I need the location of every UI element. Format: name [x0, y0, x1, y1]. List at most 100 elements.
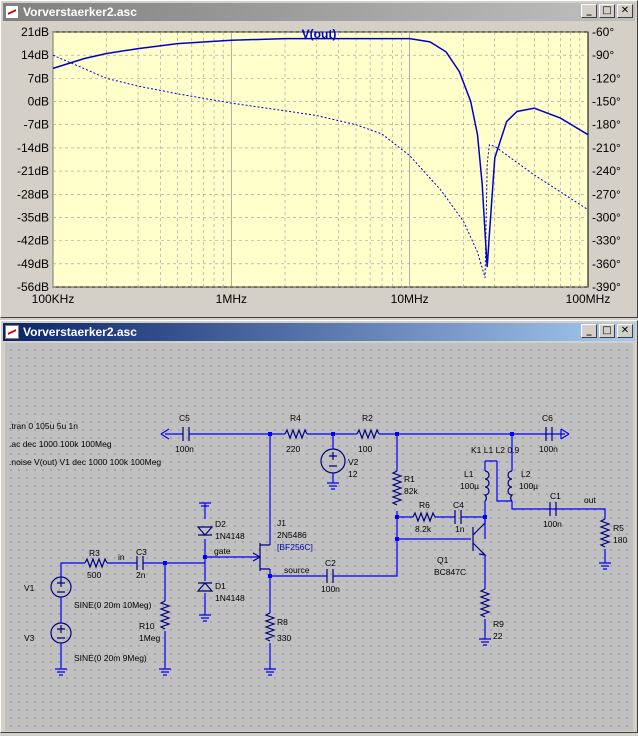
y-right-tick-label: -210°: [592, 141, 621, 155]
traces: [52, 37, 589, 278]
y-left-tick-label: 0dB: [28, 95, 49, 109]
v3-source[interactable]: V3 SINE(0 20m 9Meg): [24, 622, 147, 676]
plot-window[interactable]: Vorverstaerker2.asc _ □ ✕ V(out) 21dB 14d…: [0, 0, 638, 318]
d1-diode[interactable]: D1 1N4148: [196, 557, 245, 622]
schematic-window-titlebar[interactable]: Vorverstaerker2.asc _ □ ✕: [3, 323, 635, 341]
r2-resistor[interactable]: R2 100: [356, 413, 380, 454]
v1-source[interactable]: V1 SINE(0 20m 10Meg): [24, 576, 152, 623]
x-tick-label: 100KHz: [32, 292, 75, 306]
v3-name: V3: [24, 633, 35, 643]
minimize-button[interactable]: _: [581, 324, 597, 338]
x-tick-label: 1MHz: [216, 292, 247, 306]
c1-value: 100n: [543, 519, 562, 529]
y-left-tick-label: -28dB: [17, 187, 49, 201]
r10-resistor[interactable]: R10 1Meg: [139, 563, 171, 676]
bode-chart[interactable]: V(out) 21dB14dB7dB0dB-7dB-14dB-21dB-28dB…: [1, 21, 637, 311]
k1-coupling[interactable]: K1 L1 L2 0.9: [471, 445, 519, 455]
l1-value: 100µ: [460, 481, 479, 491]
c1-capacitor[interactable]: C1 100n: [543, 491, 562, 529]
c4-name: C4: [453, 500, 464, 510]
directive-noise[interactable]: .noise V(out) V1 dec 1000 100k 100Meg: [9, 457, 161, 467]
r4-resistor[interactable]: R4 220: [284, 413, 308, 454]
directive-ac[interactable]: .ac dec 1000 100k 100Meg: [9, 439, 112, 449]
r5-resistor[interactable]: R5 180: [599, 518, 627, 570]
r3-resistor[interactable]: R3 500: [60, 548, 205, 580]
schematic-window[interactable]: Vorverstaerker2.asc _ □ ✕ .tran 0 105u 5…: [0, 320, 638, 733]
l1-name: L1: [464, 469, 474, 479]
c2-name: C2: [325, 558, 336, 568]
d2-diode[interactable]: D2 1N4148: [196, 502, 245, 557]
c6-name: C6: [542, 413, 553, 423]
r6-resistor[interactable]: R6 8.2k: [397, 500, 485, 534]
r10-value: 1Meg: [139, 633, 161, 643]
d1-value: 1N4148: [215, 593, 245, 603]
c4-capacitor[interactable]: C4 1n: [453, 500, 465, 534]
r10-name: R10: [139, 621, 155, 631]
minimize-button[interactable]: _: [581, 4, 597, 18]
y-right-tick-label: -330°: [592, 234, 621, 248]
c3-capacitor[interactable]: C3 2n: [136, 547, 147, 580]
c6-capacitor[interactable]: C6 100n: [539, 413, 558, 454]
plot-grid: [52, 31, 588, 288]
r2-value: 100: [358, 444, 372, 454]
x-tick-label: 10MHz: [391, 292, 429, 306]
chart-title: V(out): [302, 27, 337, 41]
v2-name: V2: [348, 457, 359, 467]
net-out-label: out: [584, 495, 596, 505]
y-left-tick-label: -14dB: [17, 141, 49, 155]
schematic-window-title: Vorverstaerker2.asc: [23, 325, 137, 339]
plot-window-titlebar[interactable]: Vorverstaerker2.asc _ □ ✕: [3, 3, 635, 21]
y-left-tick-label: -21dB: [17, 164, 49, 178]
l2-name: L2: [521, 469, 531, 479]
r9-resistor[interactable]: R9 22: [479, 588, 504, 646]
r8-value: 330: [277, 633, 291, 643]
r4-name: R4: [290, 413, 301, 423]
j1-alt: [BF256C]: [277, 542, 313, 552]
r9-name: R9: [493, 619, 504, 629]
c5-capacitor[interactable]: C5 100n: [175, 413, 194, 454]
y-right-tick-label: -150°: [592, 95, 621, 109]
y-right-tick-label: -360°: [592, 257, 621, 271]
close-button[interactable]: ✕: [617, 4, 633, 18]
y-right-tick-label: -240°: [592, 164, 621, 178]
c3-name: C3: [136, 547, 147, 557]
y-left-tick-label: -35dB: [17, 210, 49, 224]
r2-name: R2: [362, 413, 373, 423]
r6-name: R6: [419, 500, 430, 510]
net-in-label: in: [118, 552, 125, 562]
r6-value: 8.2k: [415, 524, 432, 534]
r8-resistor[interactable]: R8 330: [264, 612, 291, 676]
x-tick-label: 100MHz: [566, 292, 611, 306]
r1-value: 82k: [404, 486, 418, 496]
plot-background: [52, 31, 589, 288]
r3-value: 500: [87, 570, 101, 580]
net-gate-label: gate: [214, 546, 231, 556]
r4-value: 220: [286, 444, 300, 454]
schematic-canvas[interactable]: .tran 0 105u 5u 1n .ac dec 1000 100k 100…: [5, 343, 633, 731]
d2-value: 1N4148: [215, 531, 245, 541]
directive-tran[interactable]: .tran 0 105u 5u 1n: [9, 421, 78, 431]
restore-button[interactable]: □: [599, 4, 615, 18]
q1-name: Q1: [437, 555, 449, 565]
junction-dots: [163, 432, 514, 578]
y-left-tick-label: 14dB: [21, 48, 49, 62]
q1-transistor[interactable]: Q1 BC847C: [397, 517, 487, 589]
schematic-drawing[interactable]: .tran 0 105u 5u 1n .ac dec 1000 100k 100…: [5, 343, 633, 731]
j1-value: 2N5486: [277, 530, 307, 540]
restore-button[interactable]: □: [599, 324, 615, 338]
y-right-tick-label: -300°: [592, 210, 621, 224]
y-left-tick-label: 21dB: [21, 25, 49, 39]
v2-source[interactable]: V2 12: [320, 434, 359, 490]
c5-name: C5: [179, 413, 190, 423]
c2-capacitor[interactable]: C2 100n: [270, 539, 398, 594]
y-right-tick-label: -180°: [592, 118, 621, 132]
l2-inductor[interactable]: L2 100µ: [485, 434, 606, 519]
schematic-icon: [5, 325, 19, 339]
y-left-tick-label: -56dB: [17, 280, 49, 294]
trace-magnitude: [52, 37, 589, 268]
close-button[interactable]: ✕: [617, 324, 633, 338]
trace-phase: [52, 54, 589, 278]
r9-value: 22: [493, 631, 503, 641]
y-right-tick-label: -60°: [592, 25, 614, 39]
